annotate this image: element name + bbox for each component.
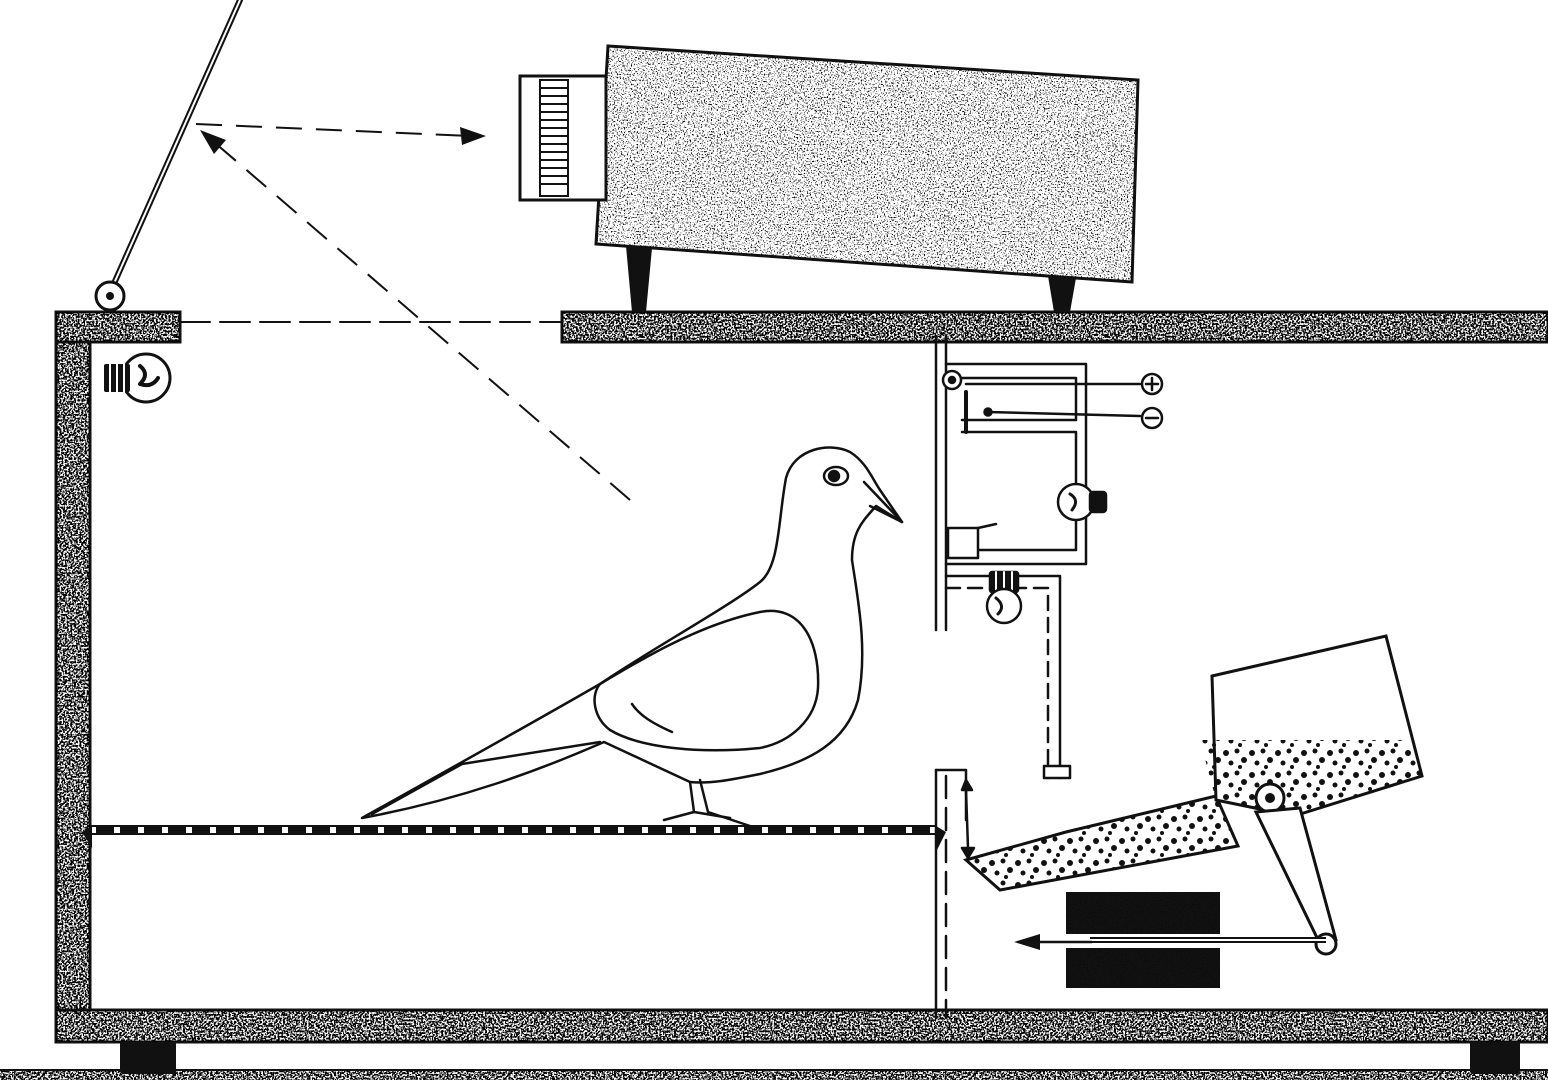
response-key-panel	[934, 334, 1164, 780]
light-path	[195, 123, 631, 501]
projector	[518, 44, 1140, 312]
pigeon	[360, 446, 904, 828]
floor-bar	[0, 1069, 1548, 1080]
chamber-feet	[120, 1040, 1520, 1074]
house-light	[104, 352, 172, 404]
grid-floor	[82, 825, 946, 852]
lower-divider	[934, 768, 976, 1020]
grain-hopper	[962, 634, 1424, 956]
chamber	[54, 310, 1548, 1044]
hopper-solenoid	[1014, 892, 1326, 988]
feeder-light	[985, 570, 1023, 625]
mirror-pole	[94, 0, 243, 312]
key-light	[1056, 482, 1108, 522]
